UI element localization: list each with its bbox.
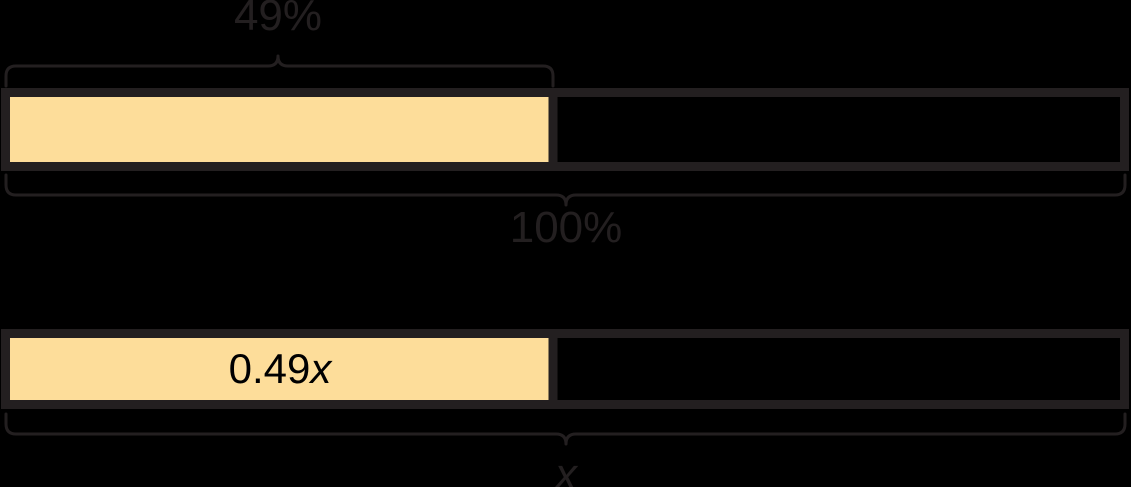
brace-49-percent [4,54,555,88]
label-100-percent: 100% [509,203,623,252]
brace-x-whole [4,412,1127,446]
value-bar-outline [1,329,1129,409]
label-whole-variable: x [555,450,577,487]
percent-bar-outline [1,88,1129,171]
percent-bar-fill [10,97,549,162]
label-value-part-number: 0.49 [228,345,311,392]
label-value-part-variable: x [310,345,332,392]
label-value-part: 0.49x [229,348,332,390]
brace-100-percent [4,173,1127,207]
value-bar-fill [10,338,549,400]
label-49-percent: 49% [233,0,323,40]
